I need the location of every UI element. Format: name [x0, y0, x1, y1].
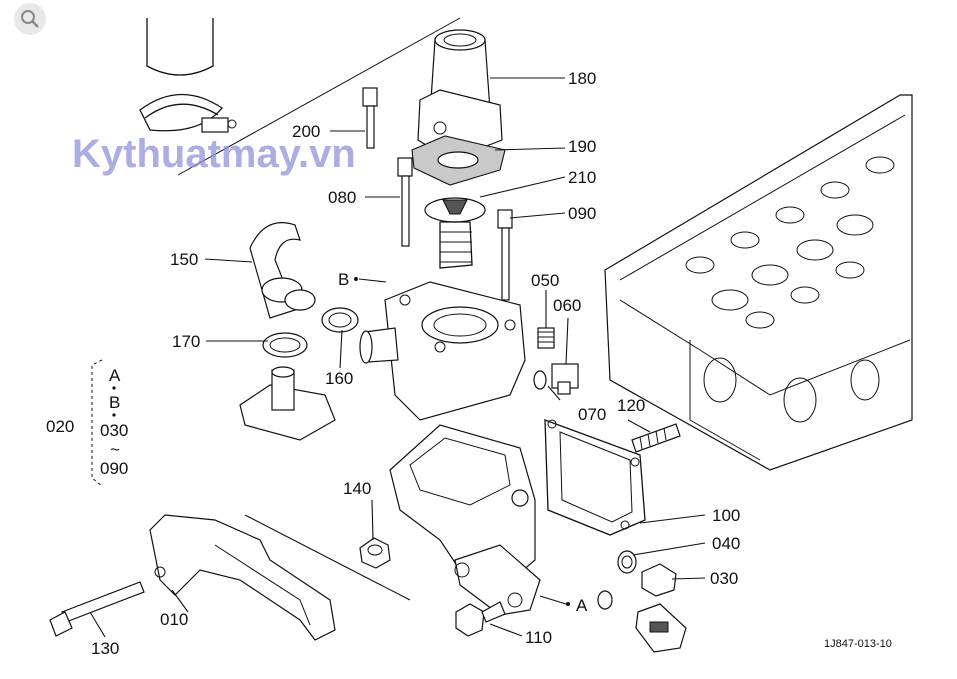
label-040: 040 [712, 534, 740, 553]
drain-plug-and-sensor [597, 550, 687, 653]
label-130: 130 [91, 639, 119, 658]
label-160: 160 [325, 369, 353, 388]
stud-bolt [631, 423, 681, 453]
cylinder-head [604, 94, 913, 471]
label-120: 120 [617, 396, 645, 415]
label-060: 060 [553, 296, 581, 315]
group-020-dot-b [112, 413, 116, 417]
label-050: 050 [531, 271, 559, 290]
bracket [149, 514, 411, 641]
label-b: B [338, 270, 349, 289]
label-030: 030 [710, 569, 738, 588]
water-flange-outlet [411, 29, 506, 186]
search-icon [21, 10, 39, 28]
group-020-tilde: ~ [110, 440, 120, 459]
label-190: 190 [568, 137, 596, 156]
nut [359, 537, 391, 569]
drawing-code: 1J847-013-10 [824, 638, 892, 650]
gasket [544, 419, 646, 536]
label-200: 200 [292, 122, 320, 141]
leader-lines [89, 77, 706, 638]
bolts-upper [362, 87, 513, 301]
label-020: 020 [46, 417, 74, 436]
flange-bolt [455, 601, 506, 637]
group-020-b: B [109, 393, 120, 412]
group-020-to: 090 [100, 459, 128, 478]
hose-clamps [262, 307, 359, 358]
group-020-dot-a [112, 386, 116, 390]
thermostat [424, 197, 486, 269]
group-brace [91, 359, 103, 487]
label-070: 070 [578, 405, 606, 424]
label-110: 110 [525, 628, 552, 647]
label-150: 150 [170, 250, 198, 269]
dot-a [566, 602, 570, 606]
water-pump-body [389, 424, 541, 616]
label-a: A [576, 596, 588, 615]
label-180: 180 [568, 69, 596, 88]
label-100: 100 [712, 506, 740, 525]
label-140: 140 [343, 479, 371, 498]
group-020-from: 030 [100, 421, 128, 440]
group-020-a: A [109, 366, 121, 385]
label-090: 090 [568, 204, 596, 223]
label-210: 210 [568, 168, 596, 187]
watermark: Kythuatmay.vn [72, 132, 356, 176]
search-button[interactable] [14, 3, 46, 35]
label-170: 170 [172, 332, 200, 351]
hose-clamp-assembly [139, 17, 461, 176]
bypass-hose [249, 222, 316, 319]
long-bolt [49, 581, 145, 637]
pipe-flange [239, 366, 336, 441]
thermostat-housing [359, 281, 526, 421]
label-080: 080 [328, 188, 356, 207]
plugs-and-washer [533, 327, 579, 395]
label-010: 010 [160, 610, 188, 629]
dot-b [354, 277, 358, 281]
